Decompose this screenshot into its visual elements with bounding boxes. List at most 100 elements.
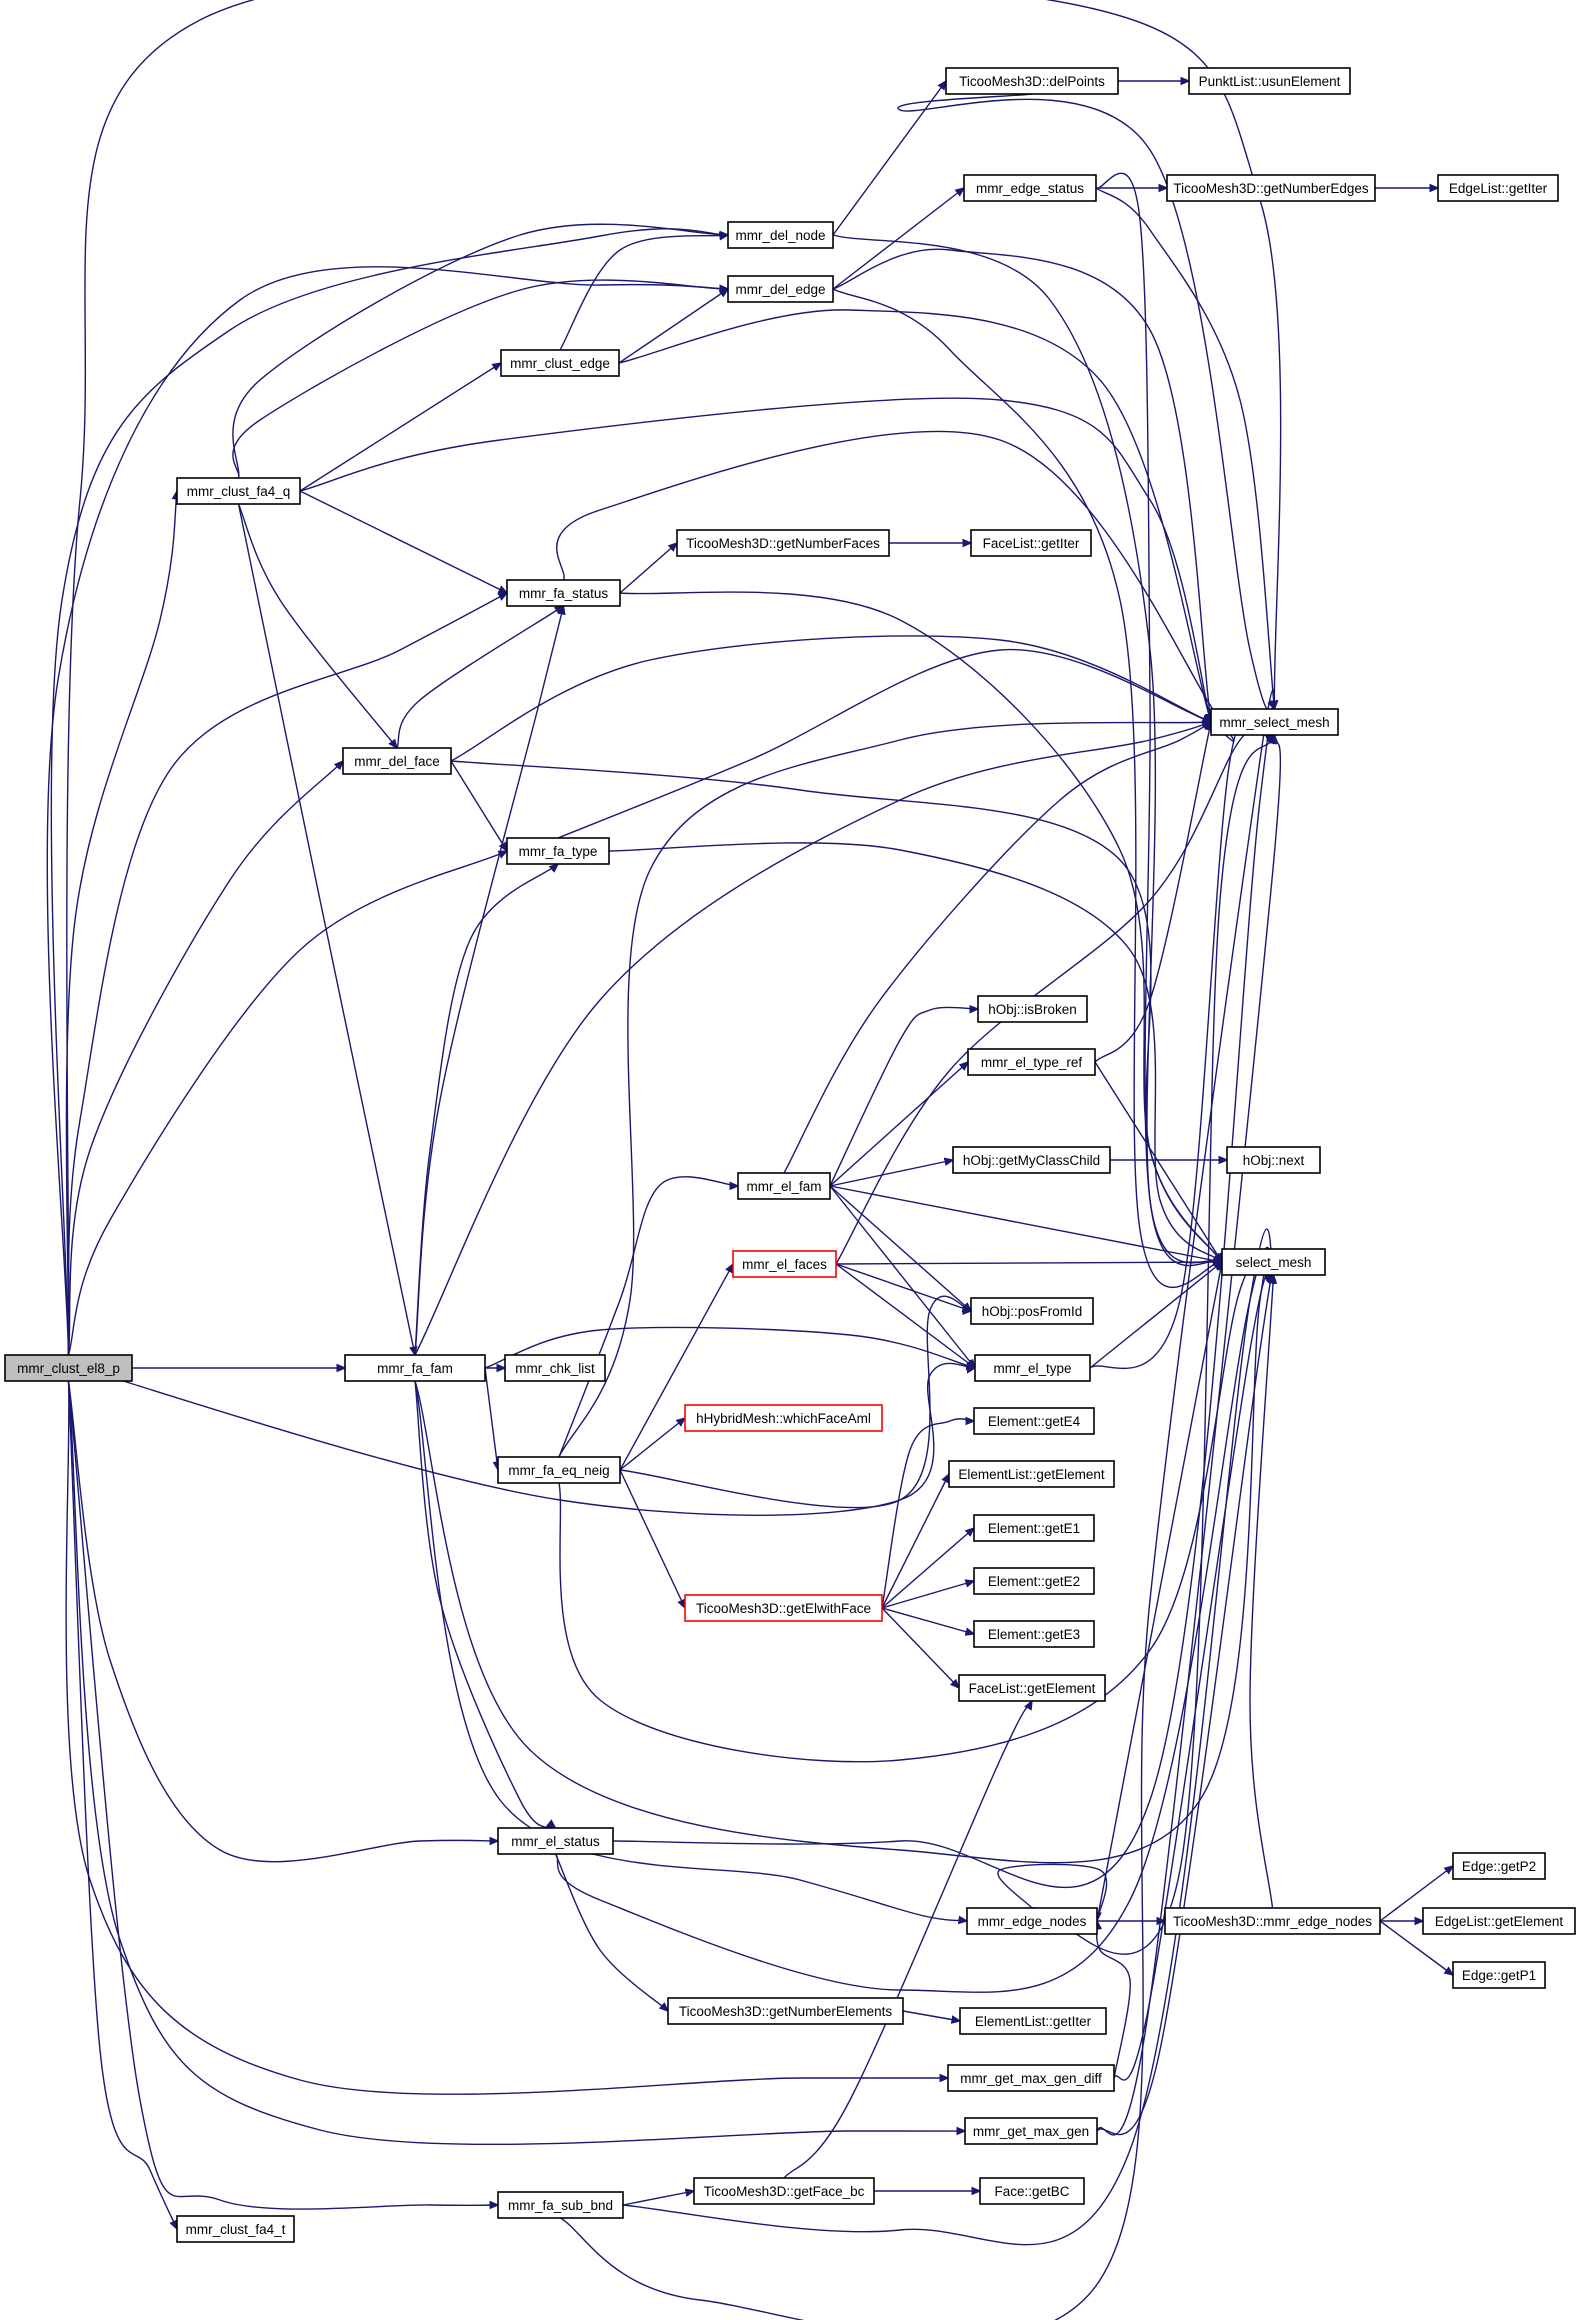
node-hObj-next[interactable]: hObj::next — [1226, 1146, 1321, 1174]
node-getMyClassChild[interactable]: hObj::getMyClassChild — [952, 1146, 1111, 1174]
edge-el_type-to-select_mesh — [1089, 1262, 1222, 1369]
node-box — [667, 1997, 904, 2025]
node-edge-status[interactable]: mmr_edge_status — [963, 174, 1097, 202]
node-fa-eq-neig[interactable]: mmr_fa_eq_neig — [497, 1456, 621, 1484]
node-box — [1166, 174, 1376, 202]
node-box — [1452, 1961, 1546, 1989]
edge-root-to-del_face — [67, 761, 344, 1356]
edge-edge_nodes-to-edge_nodes — [997, 1863, 1108, 1921]
edge-el_status-to-getNumberElements — [554, 1853, 669, 2011]
node-getNumberFaces[interactable]: TicooMesh3D::getNumberFaces — [676, 529, 890, 557]
node-edge-nodes[interactable]: mmr_edge_nodes — [966, 1907, 1098, 1935]
node-label: mmr_clust_fa4_t — [186, 2222, 286, 2237]
node-select-mesh[interactable]: select_mesh — [1221, 1248, 1326, 1276]
node-box — [958, 1674, 1106, 1702]
node-getP2[interactable]: Edge::getP2 — [1452, 1852, 1546, 1880]
node-label: TicooMesh3D::getNumberEdges — [1173, 181, 1369, 196]
node-label: mmr_get_max_gen — [973, 2124, 1089, 2139]
node-box — [737, 1172, 831, 1200]
node-FaceList-getIter[interactable]: FaceList::getIter — [970, 529, 1092, 557]
node-root[interactable]: mmr_clust_el8_p — [4, 1354, 133, 1382]
node-Face-getBC[interactable]: Face::getBC — [979, 2177, 1085, 2205]
edge-fa_sub_bnd-to-select_mesh_mmr — [560, 689, 1275, 2320]
node-box — [342, 747, 452, 775]
node-isBroken[interactable]: hObj::isBroken — [977, 995, 1088, 1023]
node-get-max-gen-diff[interactable]: mmr_get_max_gen_diff — [947, 2064, 1115, 2092]
node-box — [945, 67, 1119, 95]
node-chk-list[interactable]: mmr_chk_list — [504, 1354, 606, 1382]
node-del-node[interactable]: mmr_del_node — [727, 221, 834, 249]
edge-el_fam-to-posFromId — [829, 1185, 971, 1311]
edge-el_faces-to-el_type — [835, 1263, 975, 1368]
edge-el_faces-to-select_mesh — [835, 1262, 1222, 1264]
node-clust-fa4-q[interactable]: mmr_clust_fa4_q — [176, 477, 301, 505]
node-box — [974, 1354, 1091, 1382]
node-posFromId[interactable]: hObj::posFromId — [970, 1297, 1094, 1325]
edge-root-to-clust_fa4_t — [67, 1380, 178, 2229]
edge-fa_eq_neig-to-select_mesh_mmr — [558, 722, 1211, 1458]
node-del-edge[interactable]: mmr_del_edge — [727, 275, 834, 303]
edge-clust_edge-to-del_node — [559, 235, 728, 351]
node-select-mesh-mmr[interactable]: mmr_select_mesh — [1210, 708, 1339, 736]
node-box — [970, 529, 1092, 557]
node-box — [732, 1250, 837, 1278]
node-label: mmr_el_faces — [742, 1257, 827, 1272]
node-EL-getElement[interactable]: ElementList::getElement — [948, 1460, 1115, 1488]
node-getElwithFace[interactable]: TicooMesh3D::getElwithFace — [684, 1594, 883, 1622]
node-getE4[interactable]: Element::getE4 — [973, 1407, 1095, 1435]
node-el-type[interactable]: mmr_el_type — [974, 1354, 1091, 1382]
node-getFace-bc[interactable]: TicooMesh3D::getFace_bc — [693, 2177, 875, 2205]
edge-fa_sub_bnd-to-getFace_bc — [622, 2191, 694, 2206]
node-el-faces[interactable]: mmr_el_faces — [732, 1250, 837, 1278]
node-box — [506, 837, 610, 865]
node-getNumberElements[interactable]: TicooMesh3D::getNumberElements — [667, 1997, 904, 2025]
edge-root-to-select_mesh_mmr — [66, 0, 1282, 1356]
node-getE2[interactable]: Element::getE2 — [973, 1567, 1095, 1595]
node-fa-status[interactable]: mmr_fa_status — [506, 579, 621, 607]
node-box — [4, 1354, 133, 1382]
node-box — [1422, 1907, 1576, 1935]
node-getNumberEdges[interactable]: TicooMesh3D::getNumberEdges — [1166, 174, 1376, 202]
node-get-max-gen[interactable]: mmr_get_max_gen — [964, 2117, 1098, 2145]
node-box — [973, 1620, 1095, 1648]
edge-del_edge-to-edge_status — [832, 188, 964, 290]
node-label: mmr_clust_el8_p — [17, 1361, 120, 1376]
edge-fa_eq_neig-to-whichFaceAml — [619, 1418, 685, 1471]
node-EdgeList-getElement[interactable]: EdgeList::getElement — [1422, 1907, 1576, 1935]
node-el-fam[interactable]: mmr_el_fam — [737, 1172, 831, 1200]
node-el-status[interactable]: mmr_el_status — [497, 1827, 614, 1855]
node-usunElement[interactable]: PunktList::usunElement — [1188, 67, 1351, 95]
node-T-mmr-edge-nodes[interactable]: TicooMesh3D::mmr_edge_nodes — [1164, 1907, 1381, 1935]
edge-root-to-clust_fa4_q — [65, 491, 177, 1356]
edge-root-to-fa_sub_bnd — [67, 1380, 499, 2210]
node-getE3[interactable]: Element::getE3 — [973, 1620, 1095, 1648]
node-label: mmr_del_node — [735, 228, 825, 243]
node-box — [500, 349, 620, 377]
node-delPoints[interactable]: TicooMesh3D::delPoints — [945, 67, 1119, 95]
node-getP1[interactable]: Edge::getP1 — [1452, 1961, 1546, 1989]
node-clust-edge[interactable]: mmr_clust_edge — [500, 349, 620, 377]
node-getE1[interactable]: Element::getE1 — [973, 1514, 1095, 1542]
edge-root-to-del_edge — [46, 266, 728, 1356]
edge-edge_status-to-select_mesh — [1095, 172, 1222, 1264]
edge-fa_fam-to-el_type — [484, 1326, 975, 1368]
node-FL-getElement[interactable]: FaceList::getElement — [958, 1674, 1106, 1702]
node-label: PunktList::usunElement — [1199, 74, 1341, 89]
node-fa-type[interactable]: mmr_fa_type — [506, 837, 610, 865]
node-fa-sub-bnd[interactable]: mmr_fa_sub_bnd — [497, 2191, 624, 2219]
node-label: mmr_get_max_gen_diff — [960, 2071, 1102, 2086]
node-fa-fam[interactable]: mmr_fa_fam — [344, 1354, 486, 1382]
edge-el_fam-to-getMyClassChild — [829, 1160, 953, 1187]
node-el-type-ref[interactable]: mmr_el_type_ref — [967, 1048, 1096, 1076]
node-EL-getIter[interactable]: ElementList::getIter — [959, 2007, 1107, 2035]
node-label: mmr_el_status — [511, 1834, 600, 1849]
node-whichFaceAml[interactable]: hHybridMesh::whichFaceAml — [684, 1404, 883, 1432]
node-label: TicooMesh3D::getNumberElements — [679, 2004, 893, 2019]
node-EdgeList-getIter[interactable]: EdgeList::getIter — [1437, 174, 1559, 202]
node-label: mmr_clust_fa4_q — [187, 484, 291, 499]
node-clust-fa4-t[interactable]: mmr_clust_fa4_t — [176, 2215, 295, 2243]
edge-clust_fa4_q-to-clust_edge — [299, 363, 501, 492]
node-del-face[interactable]: mmr_del_face — [342, 747, 452, 775]
node-label: FaceList::getIter — [983, 536, 1080, 551]
node-box — [497, 2191, 624, 2219]
